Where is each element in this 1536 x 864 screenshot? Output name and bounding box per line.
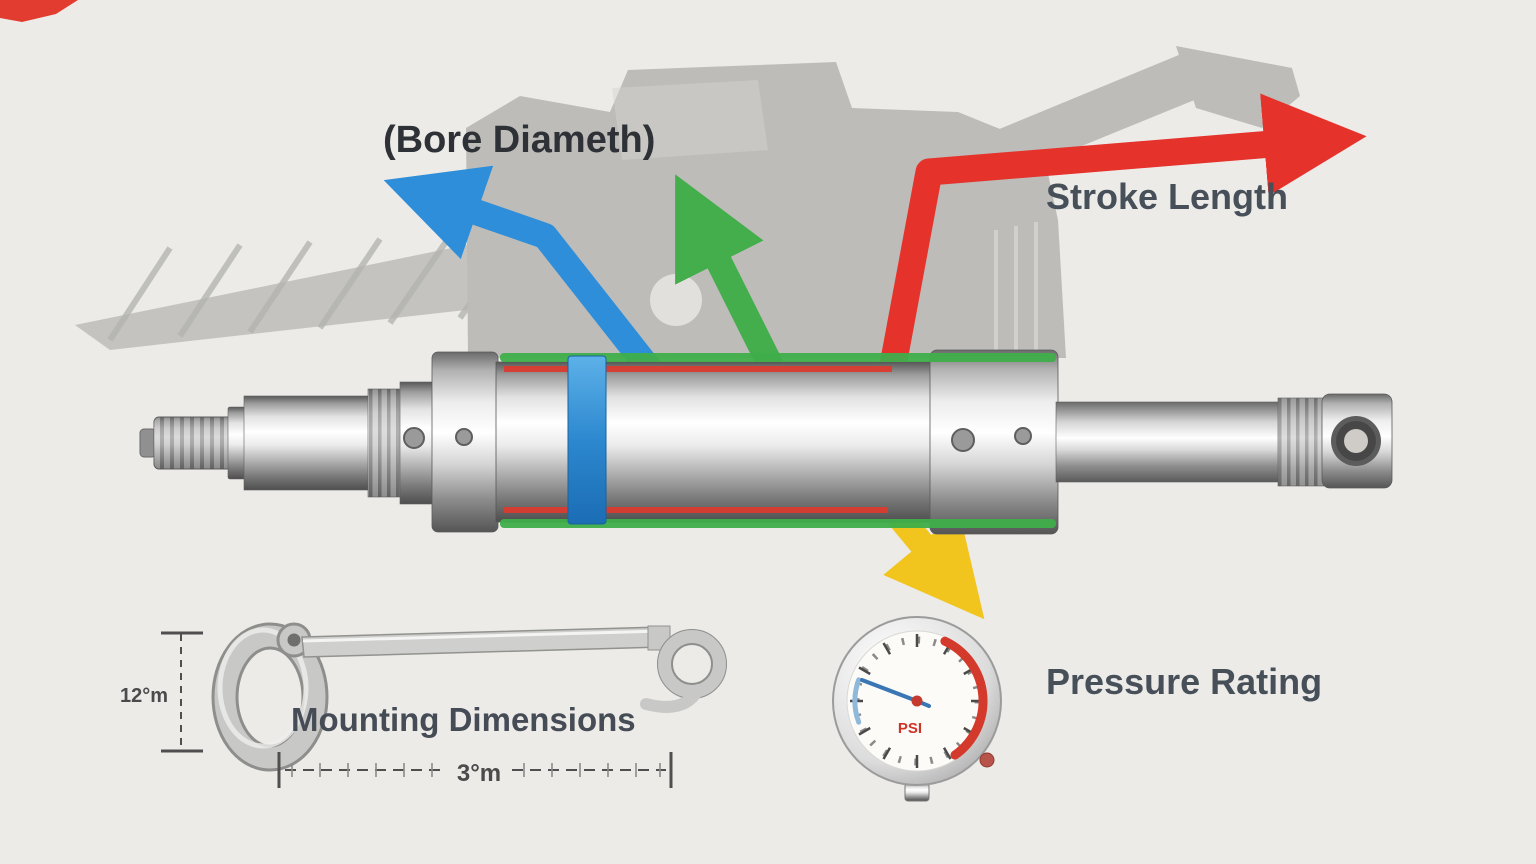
header-reel-slats — [107, 232, 521, 342]
harvester-cab-window — [612, 80, 768, 160]
diagram-labels: (Bore Diameth) Stroke Length Pressure Ra… — [291, 119, 1322, 738]
horizontal-dimension-label: 3°m — [457, 760, 501, 787]
gauge-blue-zone-arc — [852, 677, 862, 725]
ribbed-collar-shading — [368, 389, 402, 497]
cylinder-barrel — [495, 361, 933, 523]
stroke-length-label: Stroke Length — [1046, 176, 1288, 217]
red-accent-bottom — [504, 507, 888, 513]
green-accent-top — [500, 353, 1056, 362]
gauge-side-knob — [979, 752, 995, 768]
harvester-body-hole — [650, 274, 702, 326]
cylinder-step-ring — [227, 406, 247, 480]
stroke-length-arrow — [877, 93, 1367, 379]
horizontal-dimension-ruler-ticks — [291, 763, 661, 777]
bore-diameter-label: (Bore Diameth) — [383, 119, 655, 161]
vertical-dimension-label: 12°m — [120, 685, 168, 707]
mounting-rod-highlight — [302, 629, 662, 643]
gauge-needle-hub — [911, 695, 923, 707]
rod-eye-inner-edge — [671, 643, 713, 685]
hydraulic-cylinder — [139, 349, 1393, 535]
gauge-unit-label: PSI — [898, 720, 922, 737]
right-cap-bolt-2 — [1014, 427, 1032, 445]
left-cap-bolt-2 — [455, 428, 473, 446]
piston-rod — [1055, 401, 1281, 483]
cylinder-rear-tube — [243, 395, 371, 491]
horizontal-dimension-marker: 3°m — [277, 752, 673, 788]
vertical-dimension-caps — [161, 631, 203, 753]
blue-band — [567, 355, 607, 525]
green-accent-bottom — [500, 519, 1056, 528]
threaded-tip-shading — [154, 417, 232, 469]
shackle-top-eye-hole — [287, 633, 301, 647]
vertical-dimension-marker: 12°m — [120, 631, 203, 753]
corner-artifact — [0, 0, 78, 22]
left-cap-bolt — [403, 427, 425, 449]
shackle-highlight — [217, 627, 309, 749]
gauge-red-zone-arc — [940, 636, 988, 760]
mounting-pin-assembly — [211, 622, 727, 772]
rod-ribbed-shading — [1278, 398, 1324, 486]
pressure-gauge: PSI — [832, 616, 1002, 802]
rod-end-eye-hole — [1344, 429, 1368, 453]
harvester-ladder-lines — [994, 222, 1038, 352]
harvester-header-silhouette — [75, 232, 555, 350]
shackle-body — [214, 625, 326, 769]
rod-eye-hook-tail — [640, 684, 704, 713]
horizontal-dimension-caps — [277, 752, 673, 788]
red-accent-top — [504, 366, 892, 372]
pressure-rating-label: Pressure Rating — [1046, 661, 1322, 702]
cylinder-right-end-cap — [929, 349, 1059, 535]
mounting-dimensions-label: Mounting Dimensions — [291, 701, 636, 738]
bore-diameter-arrow — [383, 165, 663, 381]
gauge-needle — [860, 678, 919, 703]
right-cap-bolt — [951, 428, 975, 452]
